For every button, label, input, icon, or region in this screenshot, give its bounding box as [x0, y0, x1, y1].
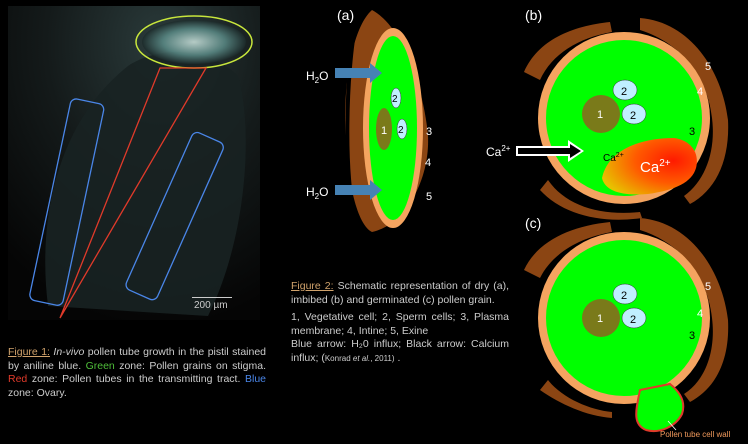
citation-author: Konrad [325, 354, 353, 363]
panel-c-label-5: 5 [705, 281, 711, 293]
panel-c-label-2-top: 2 [621, 290, 627, 302]
figure2-ref: Figure 2: [291, 280, 334, 292]
panel-b-imbibed-grain: (b) Ca2+ Ca2+ 1 2 2 3 4 5 Ca2+ [486, 7, 728, 220]
panel-a-label-2-top: 2 [392, 94, 398, 105]
water-label-bottom: H2O [306, 185, 328, 201]
panel-a-dry-grain: (a) 1 2 2 3 4 5 H2O H2O [306, 7, 432, 232]
panel-c-label-4: 4 [697, 308, 703, 320]
pollen-tube-wall-label: Pollen tube cell wall [660, 430, 730, 439]
water-label-top: H2O [306, 69, 328, 85]
panel-a-label-5: 5 [426, 191, 432, 203]
panel-b-label-3: 3 [689, 126, 695, 138]
panel-a-label: (a) [337, 7, 354, 23]
panel-a-label-2-bottom: 2 [398, 125, 404, 136]
figure2-caption-main: Figure 2: Schematic representation of dr… [291, 280, 509, 307]
calcium-influx-label: Ca2+ [486, 144, 511, 159]
panel-b-label-2-bottom: 2 [630, 110, 636, 122]
panel-a-label-1: 1 [381, 125, 387, 137]
caption-tail: . [395, 352, 401, 364]
panel-b-label: (b) [525, 7, 542, 23]
panel-c-label-2-bottom: 2 [630, 314, 636, 326]
panel-b-label-5: 5 [705, 61, 711, 73]
panel-a-label-3: 3 [426, 126, 432, 138]
citation-etal: et al. [353, 354, 370, 363]
figure2-caption-legend: 1, Vegetative cell; 2, Sperm cells; 3, P… [291, 311, 509, 338]
figure2-caption-arrows: Blue arrow: H₂0 influx; Black arrow: Cal… [291, 338, 509, 365]
panel-b-label-2-top: 2 [621, 86, 627, 98]
panel-b-label-1: 1 [597, 109, 603, 121]
panel-a-label-4: 4 [425, 157, 431, 169]
panel-c-label: (c) [525, 215, 541, 231]
panel-c-label-1: 1 [597, 313, 603, 325]
panel-c-germinated-grain: (c) 1 2 2 3 4 5 [524, 215, 728, 431]
figure2-caption: Figure 2: Schematic representation of dr… [291, 280, 509, 365]
panel-c-pollen-tube [636, 384, 683, 431]
citation-year: , 2011) [370, 354, 394, 363]
panel-c-label-3: 3 [689, 330, 695, 342]
panel-b-label-4: 4 [697, 86, 703, 98]
